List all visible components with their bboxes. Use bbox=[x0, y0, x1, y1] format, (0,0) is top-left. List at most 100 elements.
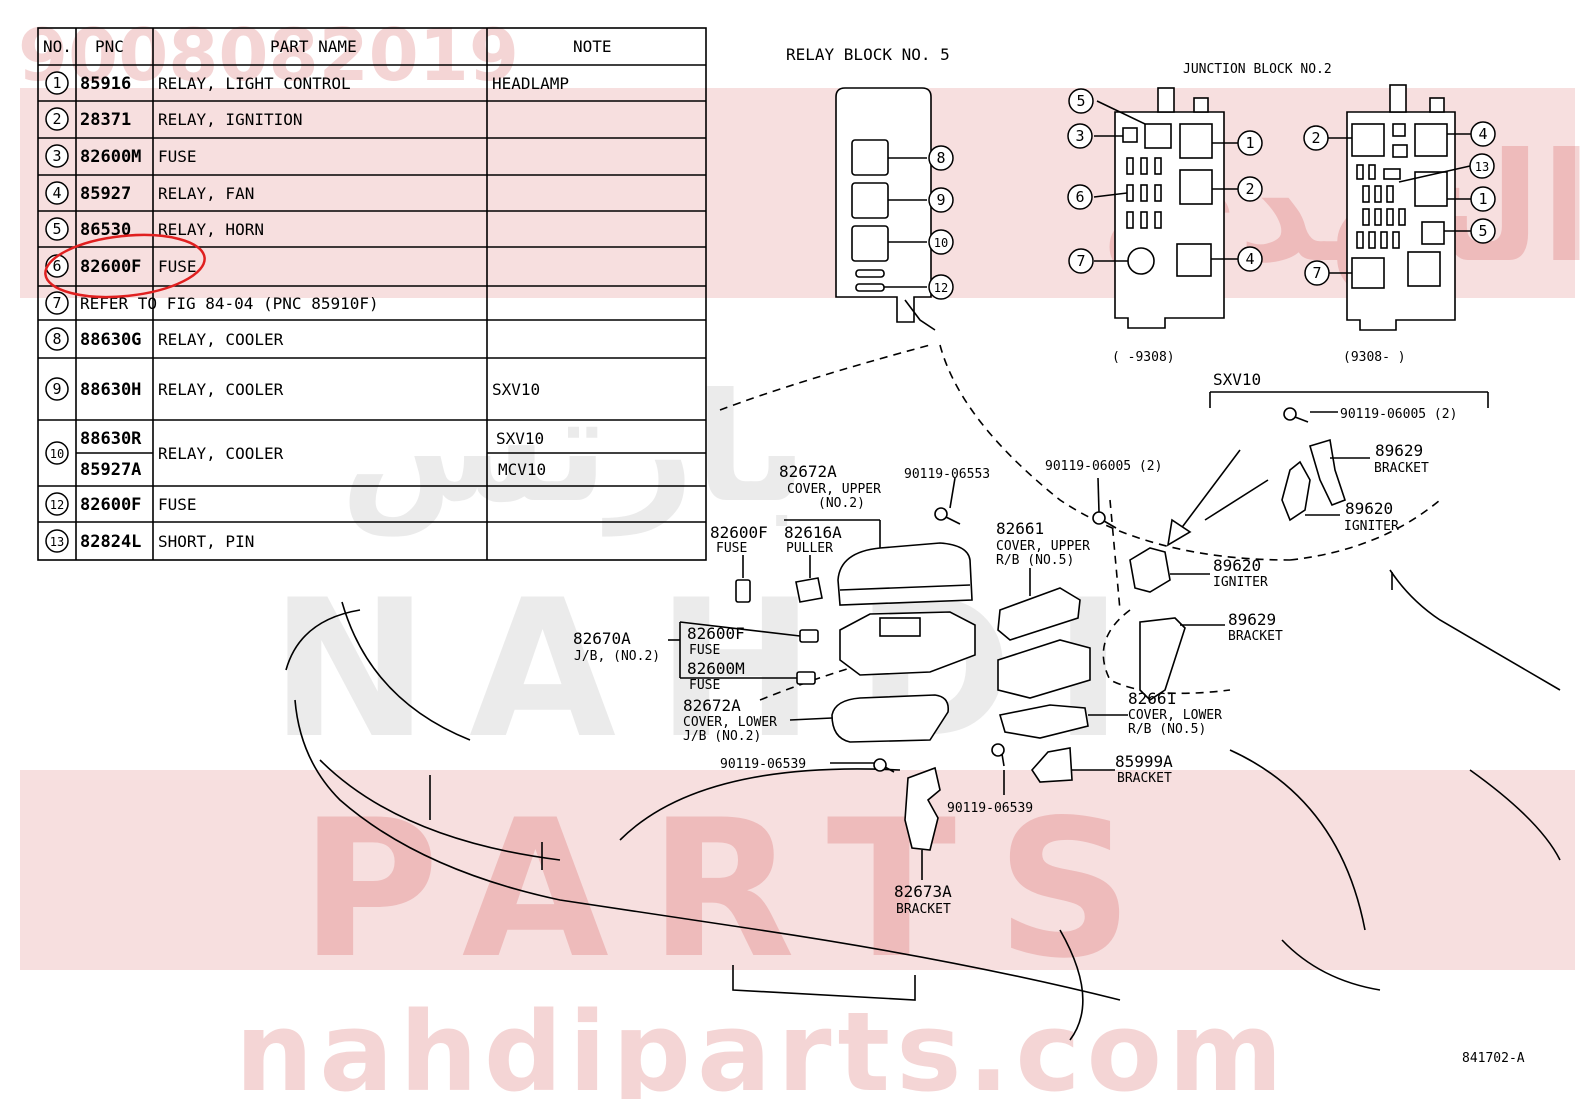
label-cover-upper-no2-1: COVER, UPPER bbox=[787, 482, 881, 497]
junction-right-callout-number: 2 bbox=[1311, 129, 1320, 147]
label-bracket-89629-b-pnc: 89629 bbox=[1228, 610, 1276, 629]
label-fuse-f-pnc: 82600F bbox=[687, 624, 745, 643]
relay-callout: 8 bbox=[928, 145, 954, 171]
label-cover-upper-rb-2: R/B (NO.5) bbox=[996, 553, 1074, 568]
row-part-name: RELAY, HORN bbox=[158, 220, 264, 239]
label-igniter-b: IGNITER bbox=[1213, 575, 1268, 590]
row-number-number: 7 bbox=[52, 294, 61, 312]
junction-right-callout-circle bbox=[1469, 153, 1495, 179]
row-part-name: RELAY, FAN bbox=[158, 184, 254, 203]
watermark: 9008082019 النهدي بارتس NAHDI PARTS nahd… bbox=[18, 13, 1592, 1099]
junction-right-callout-circle bbox=[1470, 121, 1496, 147]
row-number-number: 4 bbox=[52, 184, 61, 202]
row-number-circle bbox=[45, 144, 69, 168]
label-bracket-a: BRACKET bbox=[1374, 461, 1429, 476]
junction-right-callout: 7 bbox=[1304, 260, 1330, 286]
label-igniter-a: IGNITER bbox=[1344, 519, 1399, 534]
label-bracket-85999: BRACKET bbox=[1117, 771, 1172, 786]
row-part-name: RELAY, COOLER bbox=[158, 380, 284, 399]
watermark-word-parts: PARTS bbox=[300, 779, 1173, 1000]
row-number-number: 13 bbox=[50, 535, 64, 549]
junction-right-callout-circle bbox=[1304, 260, 1330, 286]
row-number-number: 3 bbox=[52, 147, 61, 165]
header-pnc: PNC bbox=[95, 37, 124, 56]
table-border bbox=[37, 27, 707, 561]
watermark-arabic-mid: بارتس bbox=[340, 362, 807, 537]
junction-left-callout-circle bbox=[1068, 248, 1094, 274]
label-fuse-82600f-pnc: 82600F bbox=[710, 523, 768, 542]
row-number: 8 bbox=[45, 327, 69, 351]
row-number: 9 bbox=[45, 377, 69, 401]
row-pnc: 82600M bbox=[80, 147, 141, 167]
row-number-number: 1 bbox=[52, 74, 61, 92]
table-row: 7 REFER TO FIG 84-04 (PNC 85910F) bbox=[45, 291, 379, 315]
row-note: SXV10 bbox=[496, 429, 544, 448]
label-fuse-82600f: FUSE bbox=[716, 541, 747, 556]
row-pnc: 88630H bbox=[80, 380, 141, 400]
highlight-ellipse bbox=[44, 233, 206, 299]
label-cover-upper-no2-2: (NO.2) bbox=[818, 496, 865, 511]
table-row: 3 82600M FUSE bbox=[45, 144, 197, 168]
junction-right-callout-circle bbox=[1470, 186, 1496, 212]
junction-block-part bbox=[839, 611, 976, 676]
junction-right-callout-number: 4 bbox=[1478, 125, 1487, 143]
row-note-2: MCV10 bbox=[498, 460, 546, 479]
row-pnc: 88630G bbox=[80, 330, 141, 350]
row-number: 6 bbox=[45, 254, 69, 278]
row-part-name: RELAY, IGNITION bbox=[158, 110, 303, 129]
label-bolt-a: 90119-06005 (2) bbox=[1340, 407, 1457, 422]
cover-lower-rb5-part bbox=[998, 704, 1089, 739]
junction-left-callout-circle bbox=[1237, 246, 1263, 272]
row-number-circle bbox=[45, 529, 69, 553]
cover-upper-jb2-part bbox=[837, 542, 973, 606]
car-body-outline bbox=[285, 299, 1561, 1041]
label-cover-lower-no2-pnc: 82672A bbox=[683, 696, 741, 715]
row-number-circle bbox=[45, 377, 69, 401]
junction-left-callout: 6 bbox=[1067, 184, 1093, 210]
row-number: 12 bbox=[45, 492, 69, 516]
label-cover-upper-rb-pnc: 82661 bbox=[996, 519, 1044, 538]
row-pnc: 85916 bbox=[80, 74, 131, 94]
row-pnc: 85927 bbox=[80, 184, 131, 204]
junction-left-callout-number: 2 bbox=[1245, 180, 1254, 198]
label-fuse-m: FUSE bbox=[689, 678, 720, 693]
header-note: NOTE bbox=[573, 37, 612, 56]
junction-left-callout-number: 5 bbox=[1076, 92, 1085, 110]
row-part-name: REFER TO FIG 84-04 (PNC 85910F) bbox=[80, 294, 379, 313]
row-note: HEADLAMP bbox=[492, 74, 569, 93]
junction-left-callout-number: 4 bbox=[1245, 250, 1254, 268]
table-row: 4 85927 RELAY, FAN bbox=[45, 181, 254, 205]
junction-left-callout: 2 bbox=[1237, 176, 1263, 202]
junction-left-callout-number: 7 bbox=[1076, 252, 1085, 270]
label-cover-upper-no2-pnc: 82672A bbox=[779, 462, 837, 481]
relay-block-title: RELAY BLOCK NO. 5 bbox=[786, 45, 950, 64]
label-puller-pnc: 82616A bbox=[784, 523, 842, 542]
junction-left-callout: 3 bbox=[1067, 123, 1093, 149]
row-number-circle bbox=[45, 181, 69, 205]
junction-left-callout-circle bbox=[1068, 88, 1094, 114]
row-number-number: 9 bbox=[52, 380, 61, 398]
label-cover-lower-rb-1: COVER, LOWER bbox=[1128, 708, 1222, 723]
row-pnc: 82824L bbox=[80, 532, 141, 552]
direction-arrows bbox=[1166, 449, 1269, 547]
junction-left-callout-number: 1 bbox=[1245, 134, 1254, 152]
row-number-number: 12 bbox=[50, 498, 64, 512]
row-number-number: 6 bbox=[52, 257, 61, 275]
junction-left-callout-circle bbox=[1237, 130, 1263, 156]
junction-right-range: (9308- ) bbox=[1343, 350, 1406, 365]
row-part-name: FUSE bbox=[158, 147, 197, 166]
row-number-circle bbox=[45, 71, 69, 95]
label-bracket-82673: BRACKET bbox=[896, 902, 951, 917]
row-part-name: FUSE bbox=[158, 495, 197, 514]
row-number-number: 10 bbox=[50, 447, 64, 461]
junction-right-callout-number: 1 bbox=[1478, 190, 1487, 208]
label-fuse-f: FUSE bbox=[689, 643, 720, 658]
